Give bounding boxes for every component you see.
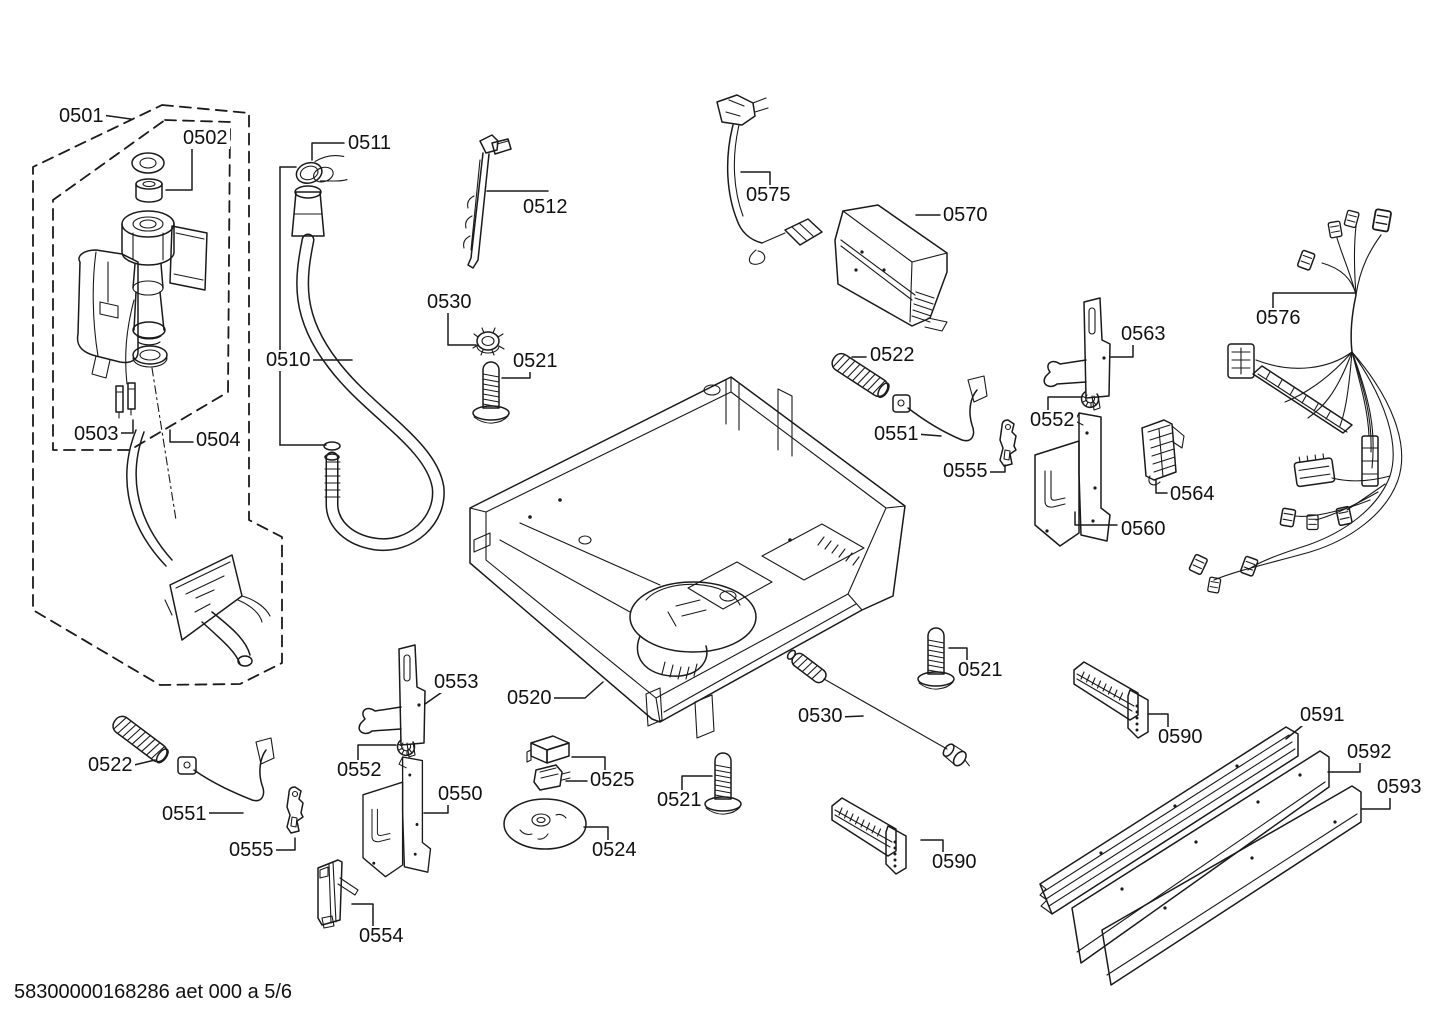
callout-0555-right: 0555 <box>941 460 990 482</box>
control-module <box>834 204 948 332</box>
callout-0552-right: 0552 <box>1028 409 1077 431</box>
callout-0504: 0504 <box>194 429 243 451</box>
water-inlet-valve <box>76 152 208 419</box>
callout-0501: 0501 <box>57 105 106 127</box>
callout-0512: 0512 <box>521 196 570 218</box>
document-number: 58300000168286 aet 000 a 5/6 <box>14 981 293 1004</box>
callout-0510: 0510 <box>264 349 313 371</box>
callout-0502: 0502 <box>181 127 230 149</box>
clip-right <box>1080 391 1100 409</box>
callout-0550: 0550 <box>436 783 485 805</box>
callout-0592: 0592 <box>1345 741 1394 763</box>
clip-left <box>396 739 416 757</box>
screw-mid-right <box>917 627 955 690</box>
callout-0503: 0503 <box>72 423 121 445</box>
callout-0530-top: 0530 <box>425 291 474 313</box>
dampener-right <box>1073 661 1149 739</box>
latch-right <box>999 419 1017 467</box>
wiring-harness <box>1188 208 1403 594</box>
callout-0524: 0524 <box>590 839 639 861</box>
door-cable-left <box>177 737 275 802</box>
door-cable-right <box>892 375 988 442</box>
callout-0530-bottom: 0530 <box>796 705 845 727</box>
callout-0553: 0553 <box>432 671 481 693</box>
leader-lines <box>101 114 1391 927</box>
supply-hose <box>291 185 445 552</box>
callout-0575: 0575 <box>744 184 793 206</box>
hinge-bracket-right <box>1043 297 1111 411</box>
dampener-left <box>831 797 907 875</box>
callout-0560: 0560 <box>1119 518 1168 540</box>
callout-0591: 0591 <box>1298 704 1347 726</box>
callout-0554: 0554 <box>357 925 406 947</box>
screw-bottom <box>704 752 742 815</box>
callout-0576: 0576 <box>1254 307 1303 329</box>
callout-0511: 0511 <box>346 132 394 154</box>
callout-0521-top: 0521 <box>511 350 560 372</box>
latch-left <box>286 786 304 834</box>
callout-0522-left: 0522 <box>86 754 135 776</box>
callout-0551-left: 0551 <box>160 803 209 825</box>
switch-kit <box>526 735 571 791</box>
callout-0551-right: 0551 <box>872 423 921 445</box>
callout-0522-right: 0522 <box>868 344 917 366</box>
base-panel-ribbed <box>1039 726 1299 915</box>
callout-0520: 0520 <box>505 687 554 709</box>
callout-0590-left: 0590 <box>930 851 979 873</box>
callout-0555-left: 0555 <box>227 839 276 861</box>
connector-holder <box>1141 419 1185 486</box>
callout-0564: 0564 <box>1168 483 1217 505</box>
rotary-disc <box>503 798 587 850</box>
hinge-bracket-left <box>358 644 426 758</box>
callout-0552-left: 0552 <box>335 759 384 781</box>
screw-top <box>472 361 510 424</box>
callout-0590-right: 0590 <box>1156 726 1205 748</box>
inlet-assembly-dashed-boundary <box>32 104 283 686</box>
callout-0521-mid: 0521 <box>956 659 1005 681</box>
pull-cable <box>786 649 970 767</box>
fastening-nut <box>472 327 505 356</box>
side-bracket-right <box>1034 412 1111 547</box>
callout-0570: 0570 <box>941 204 990 226</box>
callout-0521-bottom: 0521 <box>655 789 704 811</box>
mounting-rail <box>463 134 512 269</box>
power-cord <box>716 94 823 265</box>
foot-bracket <box>317 859 359 929</box>
base-panel-front <box>1101 785 1362 986</box>
base-pan <box>469 376 906 739</box>
inlet-hose-end-assembly <box>126 429 271 667</box>
hose-clamp <box>295 155 348 185</box>
callout-0525: 0525 <box>588 769 637 791</box>
callout-0563: 0563 <box>1119 323 1168 345</box>
callout-0593: 0593 <box>1375 776 1424 798</box>
